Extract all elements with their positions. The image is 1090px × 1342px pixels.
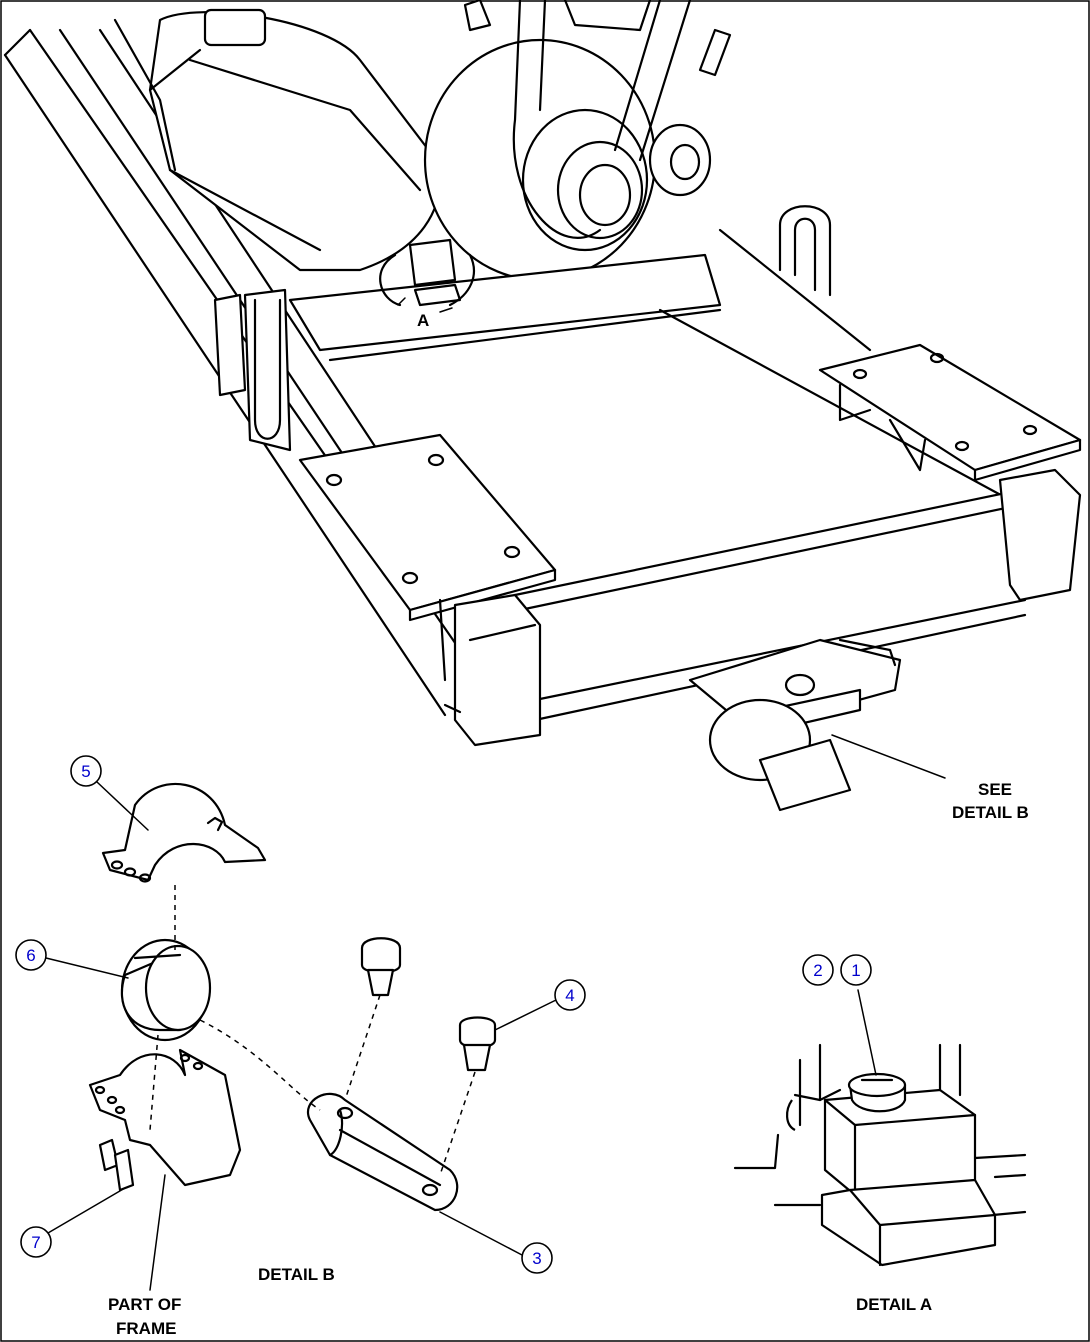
svg-text:7: 7 — [31, 1233, 40, 1252]
part-of-frame-label-line2: FRAME — [116, 1319, 176, 1338]
svg-text:3: 3 — [532, 1249, 541, 1268]
frame-assembly-illustration — [3, 0, 1082, 812]
callout-5: 5 — [70, 755, 149, 831]
detail-b-illustration — [88, 782, 497, 1291]
view-a-label: A — [417, 311, 429, 330]
callout-2: 2 — [802, 954, 834, 986]
callout-3: 3 — [439, 1211, 553, 1274]
detail-a-label: DETAIL A — [856, 1295, 932, 1314]
callout-1: 1 — [840, 954, 872, 986]
callout-7: 7 — [20, 1187, 126, 1258]
see-detail-b-leader — [831, 734, 946, 779]
detail-a-illustration — [733, 989, 1027, 1267]
callout-6: 6 — [15, 939, 129, 979]
svg-text:6: 6 — [26, 946, 35, 965]
svg-text:4: 4 — [565, 986, 574, 1005]
callout-4: 4 — [494, 979, 586, 1031]
see-detail-label-line1: SEE — [978, 780, 1012, 799]
part-of-frame-label-line1: PART OF — [108, 1295, 181, 1314]
see-detail-label-line2: DETAIL B — [952, 803, 1029, 822]
svg-text:1: 1 — [851, 961, 860, 980]
detail-b-label: DETAIL B — [258, 1265, 335, 1284]
svg-text:5: 5 — [81, 762, 90, 781]
svg-text:2: 2 — [813, 961, 822, 980]
